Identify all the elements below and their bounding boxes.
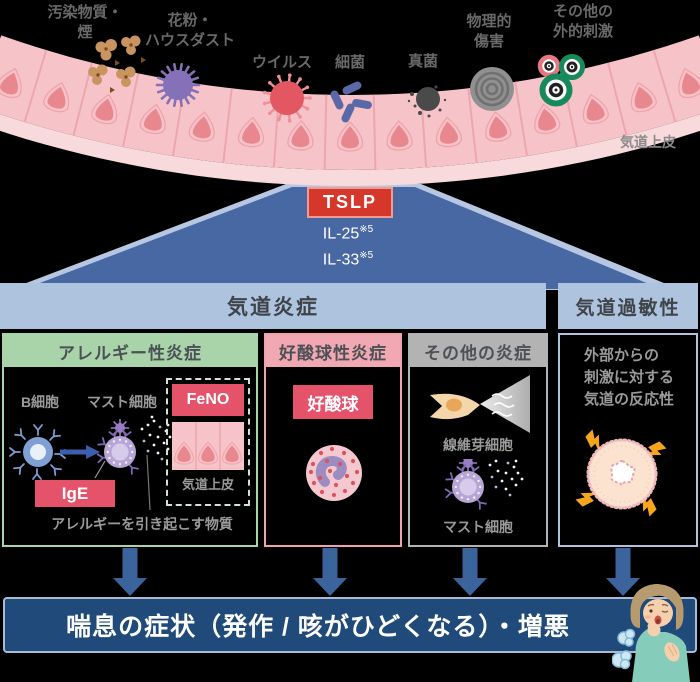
eosinophil-icon bbox=[306, 445, 362, 501]
b-cell-label: B細胞 bbox=[20, 394, 60, 410]
allergen-pointer-line bbox=[146, 454, 151, 511]
feno-panel: FeNO 気道上皮 bbox=[166, 378, 250, 506]
tslp-badge: TSLP bbox=[307, 187, 393, 218]
fungus-icon bbox=[407, 85, 447, 118]
mediator-spray bbox=[488, 459, 524, 497]
pollen-icon bbox=[155, 63, 201, 107]
b-cell-icon bbox=[9, 424, 66, 480]
mast-cell-label: マスト細胞 bbox=[87, 394, 157, 410]
stimulus-label-pollution: 汚染物質・ 煙 bbox=[47, 4, 123, 42]
allergen-caption: アレルギーを引き起こす物質 bbox=[51, 516, 233, 532]
allergic-box-title: アレルギー性炎症 bbox=[4, 335, 256, 367]
face bbox=[643, 599, 673, 627]
il33-label: IL-33 bbox=[322, 251, 360, 269]
hyperresponsiveness-box: 外部からの 刺激に対する 気道の反応性 bbox=[558, 333, 698, 547]
mast-cell-label-2: マスト細胞 bbox=[443, 519, 513, 535]
ige-tag: IgE bbox=[35, 480, 115, 507]
feno-tag: FeNO bbox=[172, 384, 244, 416]
allergic-box-graphics bbox=[9, 415, 176, 511]
down-arrow-icon bbox=[313, 548, 347, 596]
virus-icon bbox=[262, 73, 312, 123]
header-airway-hyperresponsiveness: 気道過敏性 bbox=[558, 283, 698, 329]
cough-puff-icon bbox=[612, 628, 636, 670]
header-airway-inflammation: 気道炎症 bbox=[0, 283, 546, 329]
il25-label: IL-25 bbox=[322, 225, 360, 243]
stimulus-label-other: その他の 外的刺激 bbox=[552, 3, 613, 41]
epithelium-label: 気道上皮 bbox=[620, 134, 676, 150]
other-stimuli-rings-icon bbox=[537, 54, 585, 107]
il33-text: IL-33※5 bbox=[298, 245, 398, 271]
down-arrows bbox=[113, 548, 640, 596]
il25-footnote: ※5 bbox=[359, 224, 374, 235]
stimulus-label-bacteria: 細菌 bbox=[334, 54, 365, 71]
down-arrow-icon bbox=[606, 548, 640, 596]
down-arrow-icon bbox=[113, 548, 147, 596]
physical-injury-icon bbox=[470, 67, 514, 111]
mini-epithelium-icon bbox=[172, 422, 244, 470]
mast-cell-icon-2 bbox=[428, 459, 524, 515]
stimulus-label-fungus: 真菌 bbox=[407, 53, 438, 70]
coughing-person-illustration bbox=[612, 584, 690, 682]
eosinophilic-inflammation-box: 好酸球性炎症 好酸球 bbox=[264, 333, 402, 547]
eosinophilic-box-title: 好酸球性炎症 bbox=[266, 335, 400, 367]
fibroblast-icon bbox=[430, 375, 530, 433]
down-arrow-icon bbox=[453, 548, 487, 596]
eosinophil-tag: 好酸球 bbox=[293, 385, 373, 419]
fibroblast-label: 線維芽細胞 bbox=[443, 437, 513, 453]
face-features bbox=[647, 603, 669, 613]
allergen-spray bbox=[140, 415, 176, 461]
pollution-particles-icon bbox=[88, 35, 146, 93]
airway-cross-section-icon bbox=[574, 428, 668, 518]
other-inflammation-box: その他の炎症 線維芽細胞 マスト細胞 bbox=[408, 333, 548, 547]
airway-epithelium-band bbox=[0, 35, 700, 290]
feno-epithelium-label: 気道上皮 bbox=[181, 477, 234, 492]
stimulus-label-virus: ウイルス bbox=[251, 54, 312, 71]
other-box-title: その他の炎症 bbox=[410, 335, 546, 367]
tslp-funnel bbox=[8, 184, 681, 290]
allergic-inflammation-box: アレルギー性炎症 B細胞 マスト細胞 bbox=[2, 333, 258, 547]
fringe bbox=[630, 584, 684, 620]
bacteria-icon bbox=[330, 81, 372, 123]
stimulus-label-pollen: 花粉・ ハウスダスト bbox=[144, 12, 235, 50]
ige-arrow-icon bbox=[60, 445, 100, 459]
hyperresponsiveness-description: 外部からの 刺激に対する 気道の反応性 bbox=[584, 347, 675, 408]
ige-pointer-line bbox=[94, 460, 106, 479]
symptoms-banner: 喘息の症状（発作 / 咳がひどくなる）・増悪 bbox=[3, 597, 697, 653]
stimulus-label-physical: 物理的 傷害 bbox=[466, 13, 512, 51]
epithelium-cells bbox=[0, 35, 700, 186]
il25-text: IL-25※5 bbox=[298, 219, 398, 245]
il33-footnote: ※5 bbox=[359, 250, 374, 261]
